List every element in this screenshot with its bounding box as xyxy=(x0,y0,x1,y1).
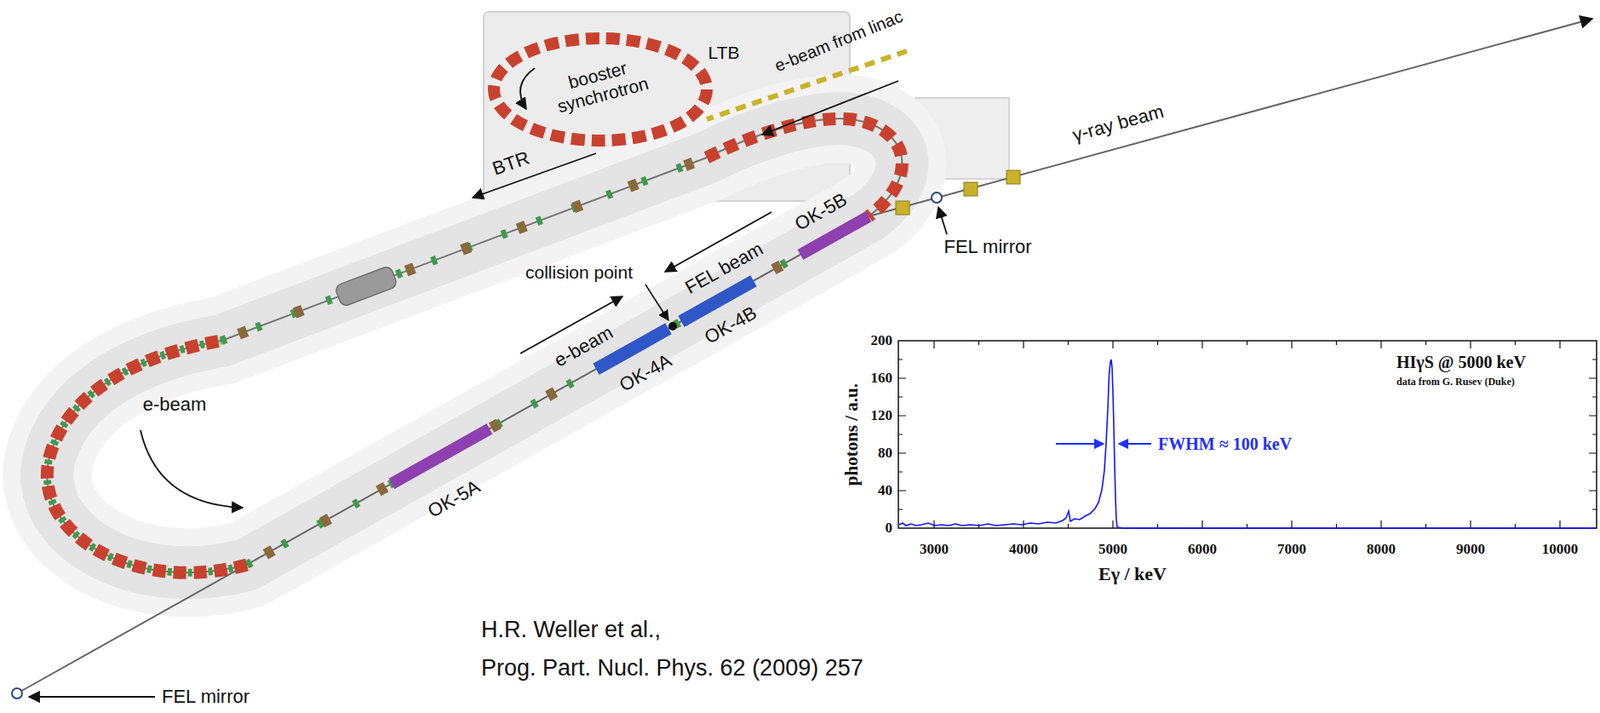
citation: Prog. Part. Nucl. Phys. 62 (2009) 257 xyxy=(481,654,864,682)
tunnel-floor xyxy=(46,118,902,573)
leader-arrow xyxy=(938,206,947,235)
undulator-label: OK-5A xyxy=(424,475,484,522)
tick-label: 40 xyxy=(877,481,893,499)
fel-mirror xyxy=(931,192,942,203)
rf-cavity xyxy=(334,264,399,307)
beam-label: e-beam xyxy=(550,321,616,372)
direction-arrow xyxy=(140,430,243,508)
annotation: FWHM ≈ 100 keV xyxy=(1158,434,1292,454)
tick-label: 5000 xyxy=(1098,540,1128,558)
chart-note: data from G. Rusev (Duke) xyxy=(1396,376,1515,389)
beamline-element xyxy=(963,182,978,196)
beam-label: e-beam xyxy=(143,393,207,415)
quadrupole-magnets xyxy=(221,157,707,341)
quadrupole-magnets xyxy=(46,340,247,573)
part-label: FEL mirror xyxy=(943,235,1032,258)
collision-dot xyxy=(668,321,677,331)
beamline-element xyxy=(895,200,910,215)
undulator-label: OK-4A xyxy=(615,349,676,396)
citation: H.R. Weller et al., xyxy=(481,616,661,643)
undulator-label: OK-4B xyxy=(700,302,761,349)
axis-title: photons / a.u. xyxy=(841,383,862,486)
part-label: booster synchrotron xyxy=(541,51,660,120)
leader-arrow xyxy=(645,284,669,321)
gamma-beamline xyxy=(868,18,1593,217)
beam-axis xyxy=(17,216,869,694)
chart-title: HIγS @ 5000 keV xyxy=(1396,352,1526,373)
fwhm-arrow xyxy=(1055,442,1104,445)
axis-ticks xyxy=(898,340,1597,528)
part-label: collision point xyxy=(525,262,633,283)
beam-label: e-beam from linac xyxy=(771,5,906,75)
part-label: BTR xyxy=(489,147,533,180)
tick-label: 7000 xyxy=(1277,540,1307,558)
beam-pipe xyxy=(46,118,902,573)
quadrupole-magnets xyxy=(246,216,869,565)
tick-label: 3000 xyxy=(919,540,949,558)
leader-arrow xyxy=(28,695,155,698)
fwhm-arrow xyxy=(1118,442,1152,445)
part-label: FEL mirror xyxy=(161,685,250,707)
beamline-element xyxy=(1006,170,1021,184)
tick-label: 6000 xyxy=(1187,540,1217,558)
plot-frame xyxy=(898,340,1597,528)
tick-label: 10000 xyxy=(1542,540,1579,558)
undulator-ok5a xyxy=(391,428,490,483)
tick-label: 0 xyxy=(885,519,894,537)
direction-arrow xyxy=(520,68,535,109)
undulator-label: OK-5B xyxy=(791,189,851,236)
tick-label: 80 xyxy=(877,444,893,462)
sextupole-magnets xyxy=(221,157,707,341)
tick-label: 200 xyxy=(871,332,894,350)
fel-mirror xyxy=(11,688,23,699)
tick-label: 4000 xyxy=(1009,540,1038,558)
tick-label: 9000 xyxy=(1456,540,1486,558)
axis-title: Eγ / keV xyxy=(1098,562,1167,585)
dipole-magnets xyxy=(46,340,247,573)
tick-label: 160 xyxy=(871,369,894,387)
tick-label: 120 xyxy=(871,407,894,425)
part-label: LTB xyxy=(708,42,740,64)
spectrum-curve xyxy=(899,359,1596,528)
beam-arrow xyxy=(762,80,899,135)
tick-label: 8000 xyxy=(1366,540,1396,558)
beam-label: FEL beam xyxy=(681,237,767,299)
sextupole-magnets xyxy=(246,216,869,565)
shield-wall xyxy=(46,118,902,573)
booster-ring xyxy=(493,38,707,141)
dipole-magnets xyxy=(706,118,902,217)
beam-label: γ-ray beam xyxy=(1070,100,1167,146)
